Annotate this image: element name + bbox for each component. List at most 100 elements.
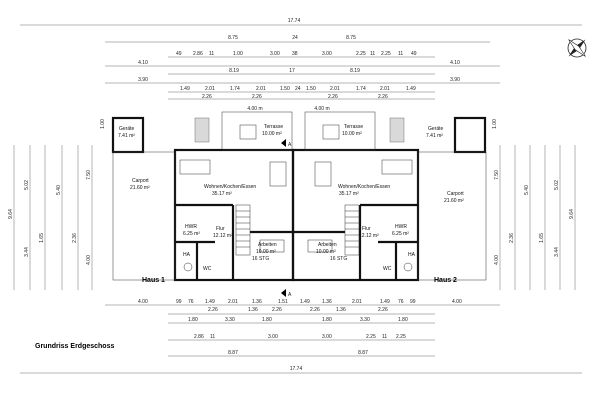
svg-text:1.80: 1.80 — [322, 317, 332, 323]
room-h1-carport-name: Carport — [132, 178, 149, 184]
svg-text:49: 49 — [176, 51, 182, 57]
room-h1-terrasse-name: Terrasse — [264, 124, 283, 130]
svg-text:2.01: 2.01 — [330, 86, 340, 92]
svg-text:A: A — [288, 142, 292, 148]
room-h1-flur-area: 12.12 m² — [213, 233, 233, 239]
svg-text:2.25: 2.25 — [396, 334, 406, 340]
room-h2-geraete-name: Geräte — [428, 126, 444, 132]
top-dim-3-90-right: 3.90 — [450, 77, 460, 83]
left-dimension-chains — [13, 145, 93, 290]
svg-text:2.01: 2.01 — [380, 86, 390, 92]
svg-text:5.40: 5.40 — [56, 185, 62, 195]
terrace-width-right: 4.00 m — [314, 106, 329, 112]
svg-text:9.64: 9.64 — [569, 209, 575, 219]
svg-text:76: 76 — [188, 299, 194, 305]
top-dim-row7: 2.26 2.26 2.26 2.26 — [202, 94, 388, 100]
room-h1-wohnen-name: Wohnen/Kochen/Essen — [204, 184, 256, 190]
room-h1-flur-name: Flur — [216, 226, 225, 232]
svg-text:2.01: 2.01 — [228, 299, 238, 305]
svg-text:1.50: 1.50 — [306, 86, 316, 92]
drawing-caption: Grundriss Erdgeschoss — [35, 343, 114, 350]
room-h1-arbeiten-area: 10.00 m² — [256, 249, 276, 255]
svg-text:2.26: 2.26 — [252, 94, 262, 100]
top-dim-3-90-left: 3.90 — [138, 77, 148, 83]
room-h1-geraete-name: Geräte — [119, 126, 135, 132]
svg-text:9.64: 9.64 — [8, 209, 14, 219]
room-h2-terrasse-name: Terrasse — [344, 124, 363, 130]
top-dim-8-19-left: 8.19 — [229, 68, 239, 74]
svg-text:3.00: 3.00 — [322, 334, 332, 340]
room-h1-wc-name: WC — [203, 266, 212, 272]
svg-text:1.00: 1.00 — [100, 119, 106, 129]
terrace-width-left: 4.00 m — [247, 106, 262, 112]
svg-text:1.00: 1.00 — [492, 119, 498, 129]
svg-text:2.26: 2.26 — [378, 94, 388, 100]
svg-text:1.49: 1.49 — [180, 86, 190, 92]
building-walls — [111, 116, 487, 282]
svg-text:1.65: 1.65 — [539, 233, 545, 243]
svg-text:2.26: 2.26 — [310, 307, 320, 313]
svg-text:2.86: 2.86 — [193, 51, 203, 57]
furniture — [179, 124, 413, 272]
top-dim-4-10-right: 4.10 — [450, 60, 460, 66]
stair-right — [344, 204, 360, 256]
svg-text:49: 49 — [411, 51, 417, 57]
svg-text:24: 24 — [295, 86, 301, 92]
bottom-dimension-chains — [20, 304, 582, 374]
svg-text:1.51: 1.51 — [278, 299, 288, 305]
svg-text:1.50: 1.50 — [280, 86, 290, 92]
svg-text:3.00: 3.00 — [268, 334, 278, 340]
room-h2-wohnen-name: Wohnen/Kochen/Essen — [338, 184, 390, 190]
room-h2-wohnen-area: 35.17 m² — [339, 191, 359, 197]
left-side-dims: 9.64 5.02 5.40 7.50 3.44 4.00 1.65 1.00 … — [8, 119, 106, 265]
svg-text:11: 11 — [398, 51, 403, 57]
room-h1-hwr-name: HWR — [185, 224, 197, 230]
room-h2-arbeiten-name: Arbeiten — [318, 242, 337, 248]
top-dim-17: 17 — [289, 68, 295, 74]
house-1-label: Haus 1 — [142, 277, 165, 284]
svg-text:2.26: 2.26 — [272, 307, 282, 313]
svg-text:4.00: 4.00 — [138, 299, 148, 305]
room-h1-carport-area: 21.60 m² — [130, 185, 150, 191]
top-dim-4-10-left: 4.10 — [138, 60, 148, 66]
room-h2-carport-area: 21.60 m² — [444, 198, 464, 204]
svg-text:11: 11 — [210, 334, 215, 340]
room-h1-arbeiten-name: Arbeiten — [258, 242, 277, 248]
svg-text:1.65: 1.65 — [39, 233, 45, 243]
top-dimension-chains — [20, 24, 582, 100]
room-h1-geraete-area: 7.41 m² — [118, 133, 135, 139]
top-dim-row2: 49 2.86 11 1.00 3.00 38 3.00 2.25 11 2.2… — [176, 51, 417, 57]
room-h2-flur-area: 12.12 m² — [359, 233, 379, 239]
room-h2-hwr-area: 6.25 m² — [392, 231, 409, 237]
svg-text:1.80: 1.80 — [262, 317, 272, 323]
room-h2-ha-name: HA — [408, 252, 416, 258]
svg-text:2.25: 2.25 — [356, 51, 366, 57]
room-h2-geraete-area: 7.41 m² — [426, 133, 443, 139]
svg-text:3.44: 3.44 — [554, 247, 560, 257]
stair-count-left: 16 STG — [252, 256, 269, 262]
room-h2-hwr-name: HWR — [395, 224, 407, 230]
svg-text:5.02: 5.02 — [554, 180, 560, 190]
svg-text:1.36: 1.36 — [248, 307, 258, 313]
svg-text:2.01: 2.01 — [256, 86, 266, 92]
top-dim-right-half: 8.75 — [346, 35, 356, 41]
svg-text:1.00: 1.00 — [233, 51, 243, 57]
svg-text:99: 99 — [176, 299, 182, 305]
room-h1-hwr-area: 6.25 m² — [183, 231, 200, 237]
room-h2-arbeiten-area: 10.00 m² — [316, 249, 336, 255]
svg-text:1.80: 1.80 — [398, 317, 408, 323]
svg-text:76: 76 — [398, 299, 404, 305]
room-h1-terrasse-area: 10.00 m² — [262, 131, 282, 137]
svg-text:2.01: 2.01 — [352, 299, 362, 305]
svg-text:7.50: 7.50 — [86, 170, 92, 180]
bottom-dim-row2: 2.26 1.36 2.26 2.26 1.36 2.26 — [208, 307, 388, 313]
svg-text:2.25: 2.25 — [366, 334, 376, 340]
svg-text:3.30: 3.30 — [360, 317, 370, 323]
svg-text:2.36: 2.36 — [72, 233, 78, 243]
svg-text:1.74: 1.74 — [230, 86, 240, 92]
svg-text:7.50: 7.50 — [494, 170, 500, 180]
svg-text:3.44: 3.44 — [24, 247, 30, 257]
svg-text:2.26: 2.26 — [202, 94, 212, 100]
house-2-label: Haus 2 — [434, 277, 457, 284]
